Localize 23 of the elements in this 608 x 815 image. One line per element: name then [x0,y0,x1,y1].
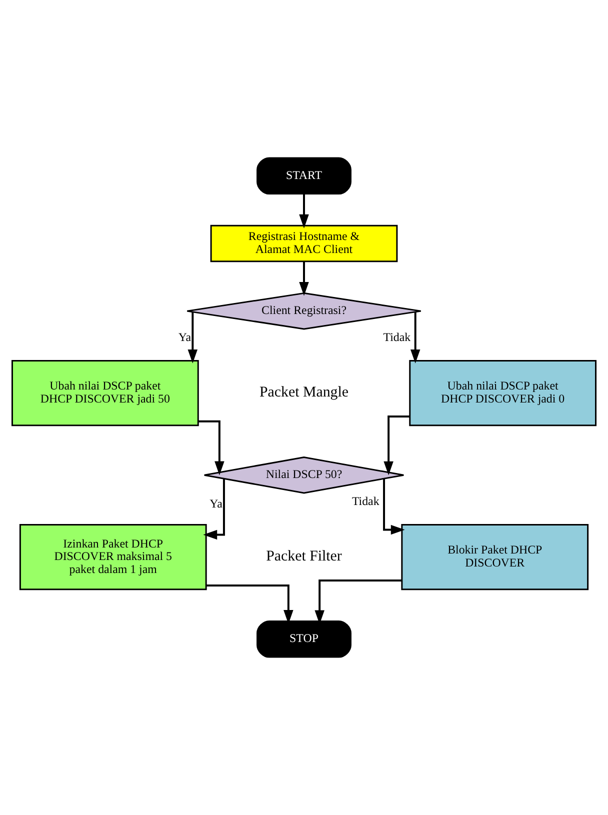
node-box: START [256,157,352,194]
edge-label: Tidak [352,494,380,508]
node-box: Ubah nilai DSCP paket DHCP DISCOVER jadi 0 [409,360,597,426]
arrow [198,420,224,476]
node-diamond: Nilai DSCP 50? [204,456,404,494]
label: Packet Mangle [260,384,348,401]
arrow [299,194,309,228]
edge-label: Ya [210,496,222,510]
arrow [188,312,198,364]
label: Packet Filter [266,548,342,565]
node-box: STOP [256,620,352,658]
arrow [384,415,410,476]
arrow [203,478,225,540]
edge-label: Tidak [383,330,411,344]
arrow [410,312,420,364]
node-box: Ubah nilai DSCP paket DHCP DISCOVER jadi 50 [11,360,199,426]
edge-label: Ya [178,330,192,344]
node-box: Izinkan Paket DHCP DISCOVER maksimal 5 paket dalam 1 jam [19,524,207,590]
arrow [383,478,405,535]
node-box: Registrasi Hostname & Alamat MAC Client [210,224,398,262]
node-box: Blokir Paket DHCP DISCOVER [401,524,589,590]
arrow [299,262,309,296]
node-diamond: Client Registrasi? [186,292,422,330]
